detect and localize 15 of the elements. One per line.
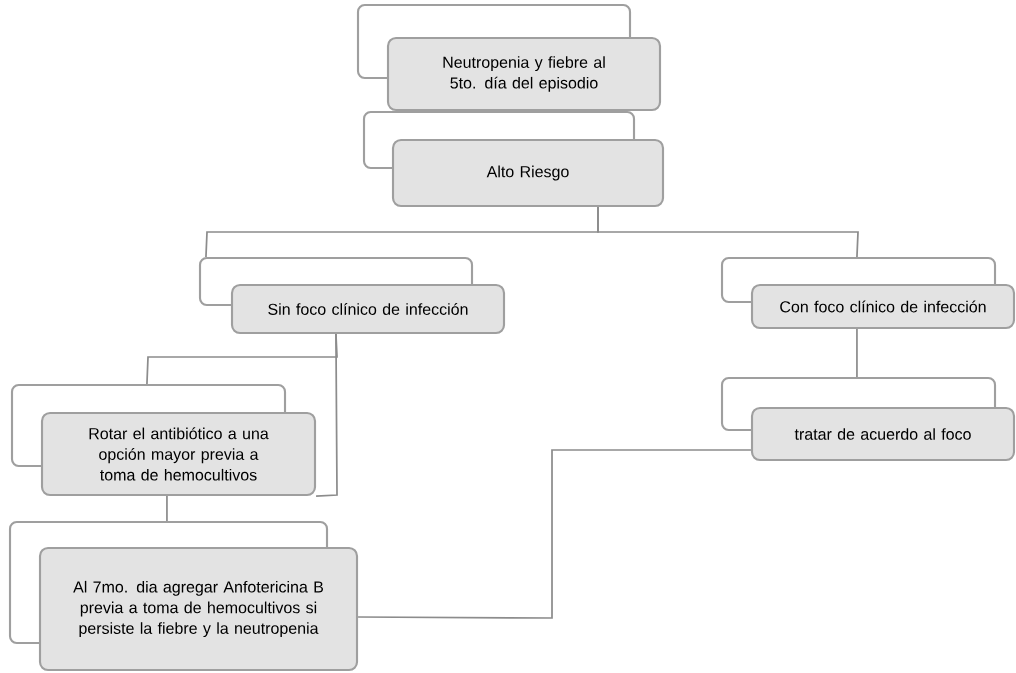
- process-box: tratar de acuerdo al foco: [720, 376, 1016, 462]
- process-box: Al 7mo. dia agregar Anfotericina B previa a toma de hemocultivos si persiste la fiebre y la neutropenia: [8, 520, 359, 672]
- connector-line: [315, 333, 338, 497]
- connector-line: [357, 449, 752, 619]
- node-label: Con foco clínico de infección: [780, 300, 986, 313]
- process-box: Con foco clínico de infección: [720, 256, 1016, 330]
- process-box: Neutropenia y fiebre al 5to. día del episodio: [356, 3, 662, 112]
- node-label: 5to. día del episodio: [450, 76, 598, 92]
- process-box: Alto Riesgo: [362, 110, 665, 208]
- connector-line: [166, 495, 168, 522]
- connector-line: [597, 206, 859, 258]
- connector-line: [856, 328, 858, 378]
- node-label: tratar de acuerdo al foco: [794, 428, 971, 440]
- process-box: Sin foco clínico de infección: [198, 256, 506, 335]
- process-box: Rotar el antibiótico a una opción mayor previa a toma de hemocultivos: [10, 383, 317, 497]
